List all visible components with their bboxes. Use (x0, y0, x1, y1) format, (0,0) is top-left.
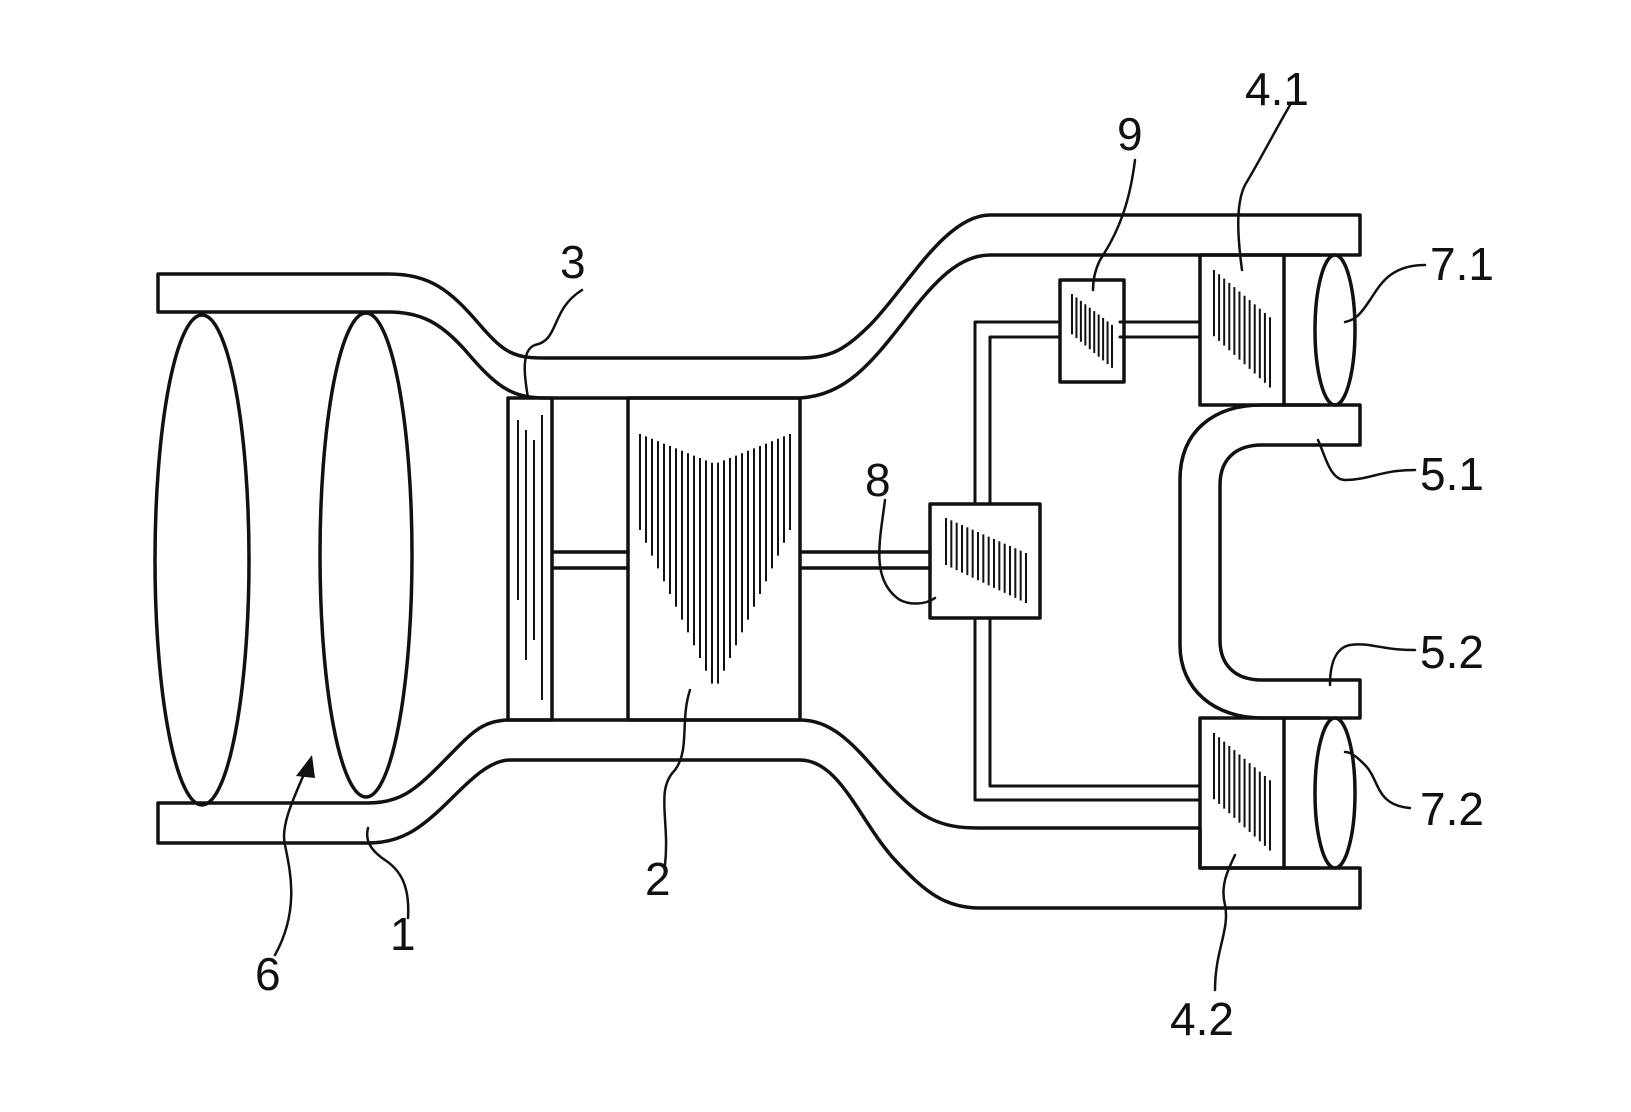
unit-4-1 (1200, 255, 1284, 405)
wire-8-9-inner (990, 337, 1060, 504)
exit-lower (1284, 718, 1355, 868)
lens-7-1 (1315, 255, 1355, 405)
label-2: 2 (645, 853, 671, 905)
wiring (975, 322, 1200, 800)
arrow-6 (296, 755, 315, 778)
plate-3-body (508, 398, 552, 720)
block-2-body (628, 398, 800, 720)
lens-inner (320, 313, 412, 797)
reference-labels: 3 2 1 6 8 9 4.1 4.2 7.1 7.2 5.1 5.2 (255, 63, 1494, 1045)
block-2 (628, 398, 800, 720)
label-3: 3 (560, 236, 586, 288)
label-6: 6 (255, 948, 281, 1000)
leader-6 (275, 765, 308, 955)
unit-4-2-body (1200, 718, 1284, 868)
leader-4-1 (1238, 105, 1290, 270)
unit-8 (930, 504, 1040, 618)
wire-8-42-outer (975, 618, 1200, 800)
wire-8-42-inner (990, 618, 1200, 786)
lens-outer (155, 315, 249, 805)
housing-top-wall-outer (158, 215, 1360, 398)
wire-8-9-outer (975, 322, 1060, 504)
plate-3 (508, 398, 552, 720)
label-7-1: 7.1 (1430, 238, 1494, 290)
lens-7-2 (1315, 718, 1355, 868)
leader-7-1 (1345, 265, 1425, 322)
label-1: 1 (390, 908, 416, 960)
exit-upper (1284, 255, 1355, 405)
leader-2 (664, 690, 690, 865)
label-5-1: 5.1 (1420, 448, 1484, 500)
label-4-1: 4.1 (1245, 63, 1309, 115)
unit-4-2 (1200, 718, 1284, 868)
label-7-2: 7.2 (1420, 783, 1484, 835)
label-5-2: 5.2 (1420, 626, 1484, 678)
leader-3 (525, 290, 582, 398)
label-9: 9 (1117, 108, 1143, 160)
label-8: 8 (865, 454, 891, 506)
label-4-2: 4.2 (1170, 993, 1234, 1045)
leader-lines (275, 105, 1425, 990)
unit-9-body (1060, 280, 1124, 382)
leader-9 (1093, 160, 1135, 290)
leader-4-2 (1215, 855, 1235, 990)
unit-4-1-body (1200, 255, 1284, 405)
unit-9 (1060, 280, 1124, 382)
inner-u-wall (1180, 405, 1360, 718)
inlet-lens-group (155, 313, 412, 805)
